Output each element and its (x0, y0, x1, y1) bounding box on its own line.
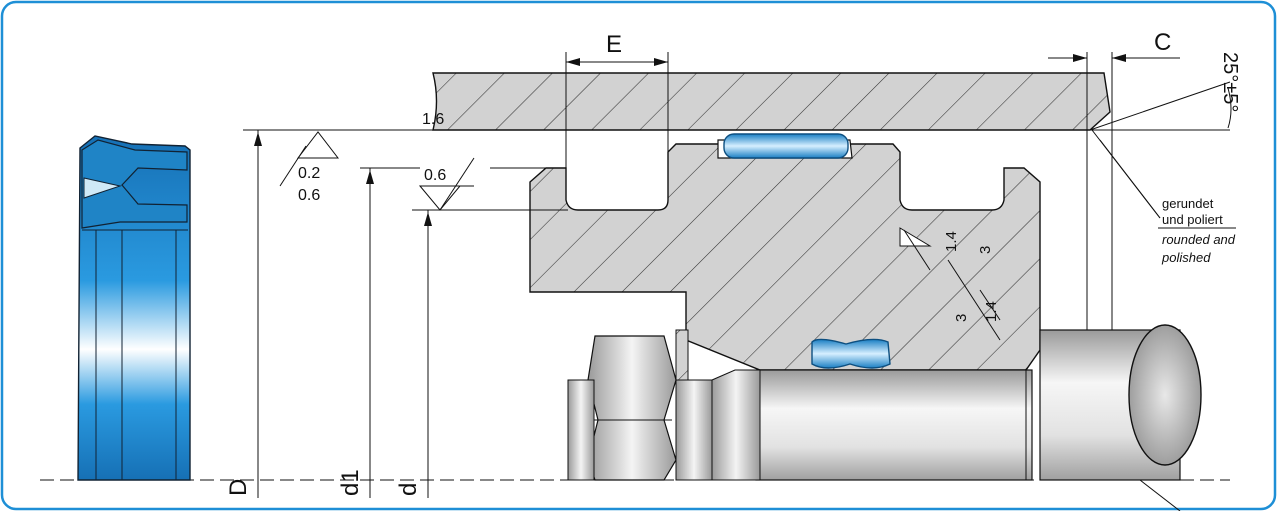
roughness-symbol-groove (903, 229, 1001, 341)
roughness-bore-mid: 0.2 (298, 165, 320, 182)
roughness-bore-top: 1.6 (422, 111, 444, 128)
washer-left (567, 379, 595, 481)
washer-right (675, 379, 713, 481)
roughness-symbol-bore (279, 131, 340, 187)
rod-ring (811, 338, 891, 369)
roughness-rod-value: 0.6 (424, 167, 446, 184)
piston-body (529, 143, 1041, 371)
note-english-line1: rounded and (1162, 232, 1236, 247)
dimension-lines (243, 52, 1232, 498)
dim-d-label: d (395, 483, 422, 496)
dim-C-label: C (1154, 29, 1171, 56)
seal-profile-view (77, 135, 191, 481)
dim-d1-label: d1 (337, 469, 364, 496)
piston-rod (755, 369, 1033, 481)
roughness-bore-bot: 0.6 (298, 187, 320, 204)
roughness-symbol-rod (418, 157, 475, 211)
piston-ring-top-core (723, 133, 849, 159)
lock-nut (587, 335, 677, 481)
spacer-hatched (675, 329, 689, 381)
angle-label: 25°±5° (1219, 52, 1241, 112)
note-german-line2: und poliert (1162, 212, 1223, 227)
groove-chamfer-mark (899, 227, 932, 247)
note-english-line2: polished (1161, 250, 1211, 265)
housing-bore (432, 72, 1111, 131)
rod-end-face (1128, 324, 1202, 466)
groove-side-2: 3 (977, 246, 994, 254)
thread-sleeve (711, 369, 761, 481)
groove-side-3: 3 (953, 314, 970, 322)
dim-E-label: E (606, 31, 622, 58)
groove-side-1: 1.4 (943, 231, 960, 252)
groove-side-4: 1.4 (983, 301, 1000, 322)
note-german-line1: gerundet (1162, 196, 1214, 211)
dim-D-label: D (225, 479, 252, 496)
